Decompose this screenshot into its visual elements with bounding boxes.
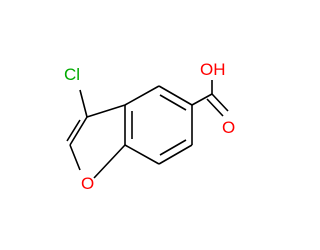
bond-c6-c7-inner (159, 139, 187, 156)
bond-c4-c5 (158, 85, 193, 106)
bond-c2-o1 (69, 144, 81, 171)
bond-c5-cooh (191, 93, 213, 106)
hydroxyl-label: OH (200, 60, 226, 79)
bond-c3a-c4 (124, 85, 160, 106)
chemical-structure: Cl OH O O (64, 60, 235, 193)
structure-canvas: Cl OH O O (64, 60, 235, 193)
bond-o1-c7a (93, 144, 126, 179)
bond-c4-c5-inner (159, 94, 187, 111)
bond-c-o-double-b (206, 98, 224, 117)
bond-c3-cl (79, 89, 88, 118)
bond-c7-c7a (124, 144, 160, 165)
bond-c-o-double-a (211, 93, 229, 112)
chlorine-label: Cl (64, 65, 80, 84)
bond-c6-c7 (158, 144, 193, 165)
bond-c3a-c3 (86, 104, 126, 118)
ring-oxygen-label: O (81, 174, 94, 193)
bond-c3-c2 (69, 116, 88, 146)
carbonyl-oxygen-label: O (222, 118, 235, 137)
bond-c3-c2-inner (66, 119, 81, 142)
